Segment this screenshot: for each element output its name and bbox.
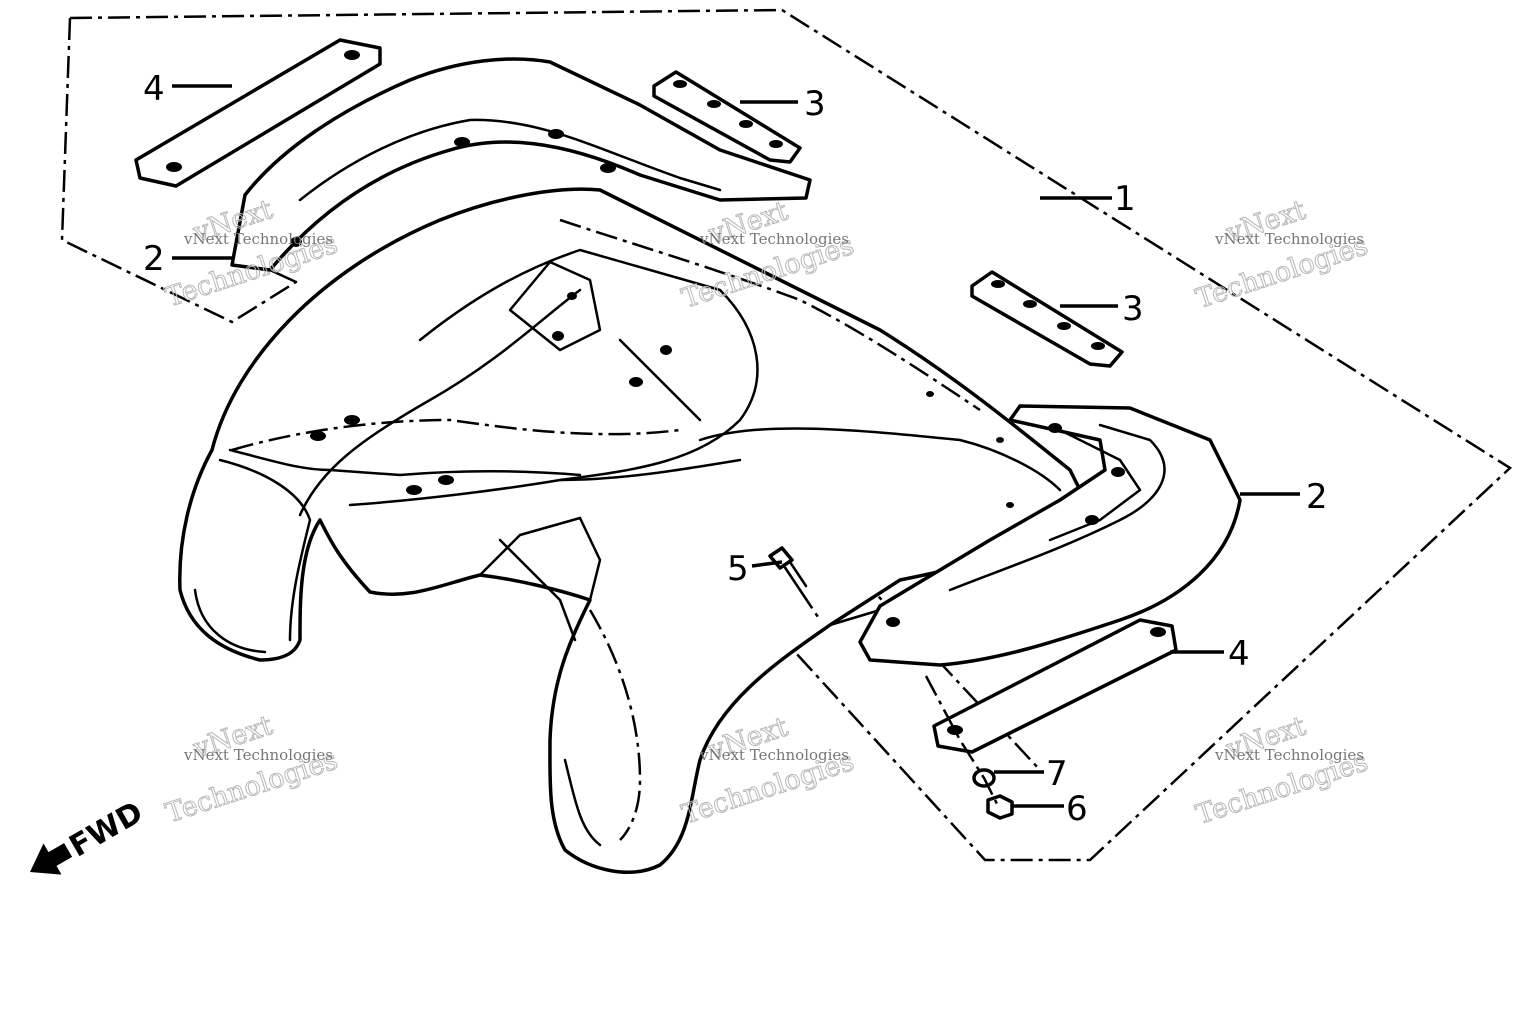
forward-label: FWD xyxy=(64,795,149,865)
svg-text:vNext Technologies: vNext Technologies xyxy=(699,230,849,248)
stay-left xyxy=(134,38,382,188)
callout-2-right: 2 xyxy=(1306,477,1328,517)
fastener-axis-dash xyxy=(924,675,1000,807)
callout-7: 7 xyxy=(1046,754,1068,794)
strip-upper xyxy=(652,70,802,164)
callout-3-upper: 3 xyxy=(804,84,826,124)
assembly-boundary-left xyxy=(60,17,297,324)
callout-6: 6 xyxy=(1066,789,1088,829)
watermark-top-right: vNext Technologies vNext Technologies xyxy=(1192,194,1373,315)
callout-2-left: 2 xyxy=(143,239,165,279)
callout-leaders xyxy=(172,84,1300,808)
forward-direction-indicator: FWD xyxy=(30,795,149,875)
forward-arrow-icon xyxy=(30,843,73,875)
callout-4-left: 4 xyxy=(143,69,165,109)
fender-body xyxy=(178,187,1120,874)
nut xyxy=(986,794,1014,820)
watermark-bottom-right: vNext Technologies vNext Technologies xyxy=(1192,710,1373,831)
callout-5: 5 xyxy=(727,549,749,589)
svg-text:vNext Technologies: vNext Technologies xyxy=(183,746,333,764)
stay-right xyxy=(932,618,1178,754)
mud-flap-right xyxy=(858,404,1242,667)
callout-3-lower: 3 xyxy=(1122,289,1144,329)
svg-text:vNext Technologies: vNext Technologies xyxy=(1214,230,1364,248)
svg-text:vNext Technologies: vNext Technologies xyxy=(183,230,333,248)
watermark-bottom-left: vNext Technologies vNext Technologies xyxy=(161,710,342,830)
mud-flap-left xyxy=(230,57,812,284)
svg-text:vNext Technologies: vNext Technologies xyxy=(699,746,849,764)
svg-text:vNext Technologies: vNext Technologies xyxy=(1214,746,1364,764)
callout-4-right: 4 xyxy=(1228,634,1250,674)
callout-1: 1 xyxy=(1114,179,1136,219)
strip-lower xyxy=(970,270,1124,368)
